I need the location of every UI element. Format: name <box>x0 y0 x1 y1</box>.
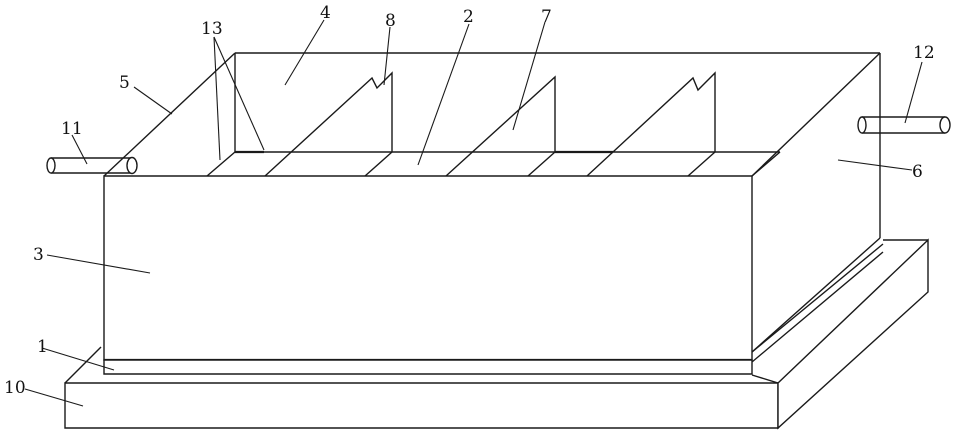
inner-divider-2 <box>364 151 393 177</box>
inner-partitions <box>206 150 781 177</box>
plate-1 <box>264 71 393 177</box>
right-wall-top-edge <box>751 52 881 177</box>
leader-5 <box>133 86 173 115</box>
label-7: 7 <box>541 7 552 27</box>
inlet-pipe-end <box>46 157 56 174</box>
left-wall-top-edge <box>103 52 236 177</box>
leader-4 <box>284 19 325 86</box>
label-3: 3 <box>33 245 44 265</box>
leader-2 <box>417 23 470 166</box>
outlet-pipe-right-end <box>939 116 951 134</box>
base-plate-right-face <box>777 238 929 430</box>
leader-13b <box>213 36 265 151</box>
inserted-plates <box>264 71 716 177</box>
outlet-pipe <box>857 116 951 134</box>
leader-6 <box>837 159 913 171</box>
leader-7 <box>512 21 546 131</box>
plate-3 <box>586 71 716 177</box>
outlet-pipe-left-end <box>857 116 867 134</box>
leader-11 <box>71 134 88 165</box>
front-wall <box>103 175 753 361</box>
inlet-pipe <box>46 156 138 175</box>
bottom-strip <box>103 359 753 375</box>
inner-divider-4 <box>687 151 716 177</box>
reference-numerals: 1 2 3 4 5 6 7 8 10 11 12 13 <box>4 3 935 398</box>
label-5: 5 <box>119 73 130 93</box>
base-plate-groove-line-a <box>751 243 884 353</box>
right-wall-bottom-edge <box>751 237 881 353</box>
label-10: 10 <box>4 378 26 398</box>
label-8: 8 <box>385 11 396 31</box>
label-4: 4 <box>320 3 331 23</box>
leader-10 <box>24 388 84 407</box>
leader-8 <box>383 26 391 86</box>
label-12: 12 <box>913 43 935 63</box>
label-2: 2 <box>463 7 474 27</box>
label-11: 11 <box>61 119 83 139</box>
leader-1 <box>41 347 115 371</box>
box-back-walls <box>103 52 881 353</box>
label-13: 13 <box>201 19 223 39</box>
base-plate-front-face <box>64 382 779 429</box>
box-front <box>103 175 753 375</box>
inner-divider-3 <box>527 151 556 177</box>
leader-12 <box>904 61 923 124</box>
label-6: 6 <box>912 162 923 182</box>
base-plate-step-line <box>751 374 779 384</box>
plate-2 <box>445 75 556 177</box>
base-plate-groove-line-b <box>751 251 884 363</box>
inner-divider-1 <box>206 151 236 177</box>
label-1: 1 <box>37 337 48 357</box>
leader-3 <box>46 254 151 274</box>
inner-divider-5 <box>751 151 781 177</box>
leader-lines <box>24 19 923 407</box>
leader-13a <box>213 36 221 161</box>
inlet-pipe-port <box>126 156 138 175</box>
base-plate <box>64 238 929 430</box>
base-plate-top-left-edge <box>64 346 102 384</box>
